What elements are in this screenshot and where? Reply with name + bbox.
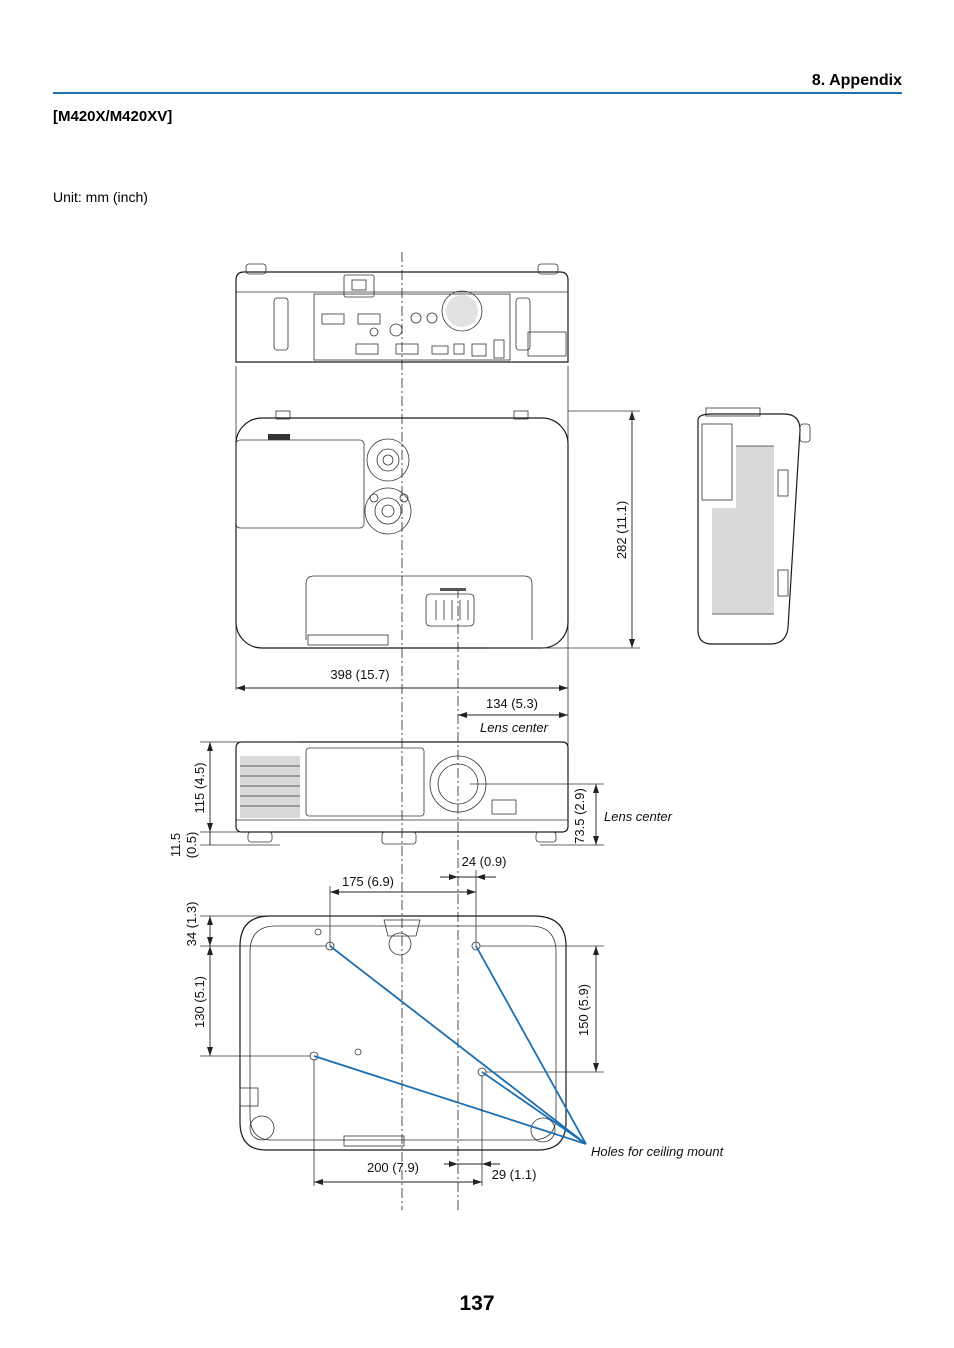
width-dimension-label: 398 (15.7) xyxy=(330,667,389,682)
hole-front-margin-label: 34 (1.3) xyxy=(184,902,199,947)
page-number: 137 xyxy=(459,1292,495,1315)
mounting-holes xyxy=(309,941,487,1077)
top-view xyxy=(235,410,569,649)
foot-height-label-line2: (0.5) xyxy=(184,832,199,859)
hole-spacing-front-label: 200 (7.9) xyxy=(367,1160,419,1175)
hole-spacing-rear-label: 175 (6.9) xyxy=(342,874,394,889)
bottom-view xyxy=(239,915,567,1151)
holes-for-ceiling-mount-label: Holes for ceiling mount xyxy=(591,1144,725,1159)
side-view xyxy=(697,407,811,645)
lens-height-dimension-label: 73.5 (2.9) xyxy=(572,788,587,844)
height-dimension-label: 115 (4.5) xyxy=(192,762,207,813)
hole-depth-right-label: 150 (5.9) xyxy=(576,984,591,1036)
hole-offset-front-label: 29 (1.1) xyxy=(492,1167,537,1182)
lens-offset-dimension-label: 134 (5.3) xyxy=(486,696,538,711)
ceiling-mount-leaders xyxy=(313,945,587,1145)
depth-dimension-label: 282 (11.1) xyxy=(614,501,629,559)
rear-view xyxy=(235,263,569,363)
section-title: 8. Appendix xyxy=(811,72,902,89)
unit-label: Unit: mm (inch) xyxy=(53,189,148,205)
front-view xyxy=(235,741,569,845)
lens-center-label-side: Lens center xyxy=(604,809,673,824)
foot-height-label-line1: 11.5 xyxy=(168,833,183,857)
lens-center-label-top: Lens center xyxy=(480,720,549,735)
hole-depth-left-label: 130 (5.1) xyxy=(192,976,207,1028)
header-rule xyxy=(53,92,902,94)
hole-offset-rear-label: 24 (0.9) xyxy=(462,854,507,869)
model-title: [M420X/M420XV] xyxy=(53,108,173,125)
